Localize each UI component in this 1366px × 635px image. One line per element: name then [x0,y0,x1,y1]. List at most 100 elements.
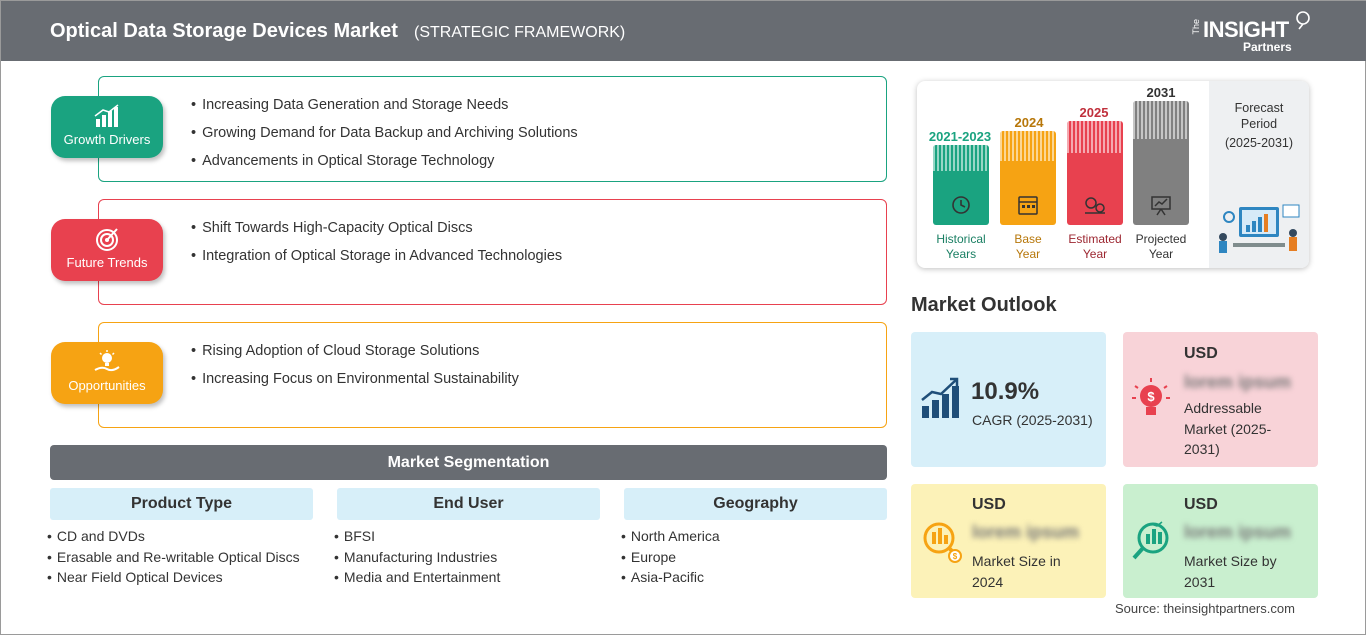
logo-partners-text: Partners [1243,40,1292,54]
insight-partners-logo: The INSIGHT Partners [1191,11,1311,55]
list-item: Advancements in Optical Storage Technolo… [191,153,578,181]
segment-end-user: End User BFSI Manufacturing Industries M… [337,488,600,590]
list-item: Shift Towards High-Capacity Optical Disc… [191,220,562,248]
money-magnifier-icon: $ [923,522,962,563]
list-item: Media and Entertainment [334,569,600,590]
list-item: Integration of Optical Storage in Advanc… [191,248,562,276]
opportunities-label: Opportunities [68,378,146,393]
cagr-card: 10.9% CAGR (2025-2031) [911,332,1106,467]
size-2031-label-line2: 2031 [1184,573,1216,590]
future-trends-badge: Future Trends [51,219,163,281]
future-trends-list: Shift Towards High-Capacity Optical Disc… [191,220,562,276]
list-item: Increasing Data Generation and Storage N… [191,97,578,125]
lightbulb-hand-icon [94,350,120,372]
future-trends-box: Shift Towards High-Capacity Optical Disc… [98,199,887,305]
addressable-label-line1: Addressable [1184,400,1262,416]
size-2024-currency: USD [972,496,1006,513]
segment-heading: Geography [624,488,887,520]
size-2031-currency: USD [1184,496,1218,513]
presentation-board-icon [1151,196,1171,216]
bar-label-line2: Year [1015,247,1041,261]
target-icon [96,228,118,251]
future-trends-label: Future Trends [66,255,148,270]
growth-drivers-box: Increasing Data Generation and Storage N… [98,76,887,182]
list-item: Growing Demand for Data Backup and Archi… [191,125,578,153]
forecast-line3: (2025-2031) [1224,136,1294,150]
growth-bars-icon [921,377,959,418]
cagr-value: 10.9% [971,378,1040,405]
bar-label-line2: Year [1082,247,1108,261]
list-item: Asia-Pacific [621,569,887,590]
addressable-label-line2: Market (2025- [1184,420,1272,437]
idea-bulb-icon: $ [1132,378,1170,415]
svg-text:$: $ [1147,389,1155,404]
opportunities-list: Rising Adoption of Cloud Storage Solutio… [191,343,519,399]
size-2031-label: Market Size by 2031 [1184,551,1277,592]
segment-list: BFSI Manufacturing Industries Media and … [337,528,600,590]
segment-geography: Geography North America Europe Asia-Paci… [624,488,887,590]
growth-drivers-badge: Growth Drivers [51,96,163,158]
forecast-line1: Forecast [1234,101,1284,115]
bar-estimated [1067,121,1123,225]
addressable-currency: USD [1184,345,1218,362]
logo-bulb-icon [1296,11,1310,30]
segment-list: CD and DVDs Erasable and Re-writable Opt… [50,528,313,590]
bar-year-projected: 2031 [1146,85,1176,100]
forecast-period-text: Forecast Period (2025-2031) [1209,100,1309,151]
bar-label-line2: Years [945,247,977,261]
bar-label-line1: Base [1014,232,1042,246]
bar-projected [1133,101,1189,225]
size-2031-label-line1: Market Size by [1184,553,1277,569]
bar-label-line1: Historical [936,232,986,246]
logo-insight-text: INSIGHT [1203,17,1289,42]
opportunities-badge: Opportunities [51,342,163,404]
history-clock-icon [952,196,970,214]
bar-year-base: 2024 [1014,115,1044,130]
market-outlook-title: Market Outlook [911,294,1057,316]
list-item: Increasing Focus on Environmental Sustai… [191,371,519,399]
bar-historical [933,145,989,225]
list-item: Rising Adoption of Cloud Storage Solutio… [191,343,519,371]
size-2024-value-redacted: lorem ipsum [972,522,1080,542]
addressable-label-line3: 2031) [1184,441,1220,457]
list-item: Europe [621,549,887,570]
growth-drivers-label: Growth Drivers [63,132,151,147]
growth-drivers-list: Increasing Data Generation and Storage N… [191,97,578,181]
bar-year-historical: 2021-2023 [928,129,992,144]
segment-product-type: Product Type CD and DVDs Erasable and Re… [50,488,313,590]
header-bar: Optical Data Storage Devices Market (STR… [1,1,1366,61]
list-item: Erasable and Re-writable Optical Discs [47,549,313,570]
size-2024-label: Market Size in 2024 [972,551,1061,592]
list-item: BFSI [334,528,600,549]
market-size-2024-card: USD lorem ipsum $ Market Size in 2024 [911,484,1106,598]
cagr-label: CAGR (2025-2031) [972,412,1093,428]
growth-chart-icon [94,104,119,127]
size-2024-label-line2: 2024 [972,573,1004,590]
source-citation: Source: theinsightpartners.com [1115,601,1295,616]
addressable-value-redacted: lorem ipsum [1184,372,1292,392]
segment-heading: Product Type [50,488,313,520]
bar-label-line2: Year [1148,247,1174,261]
forecast-period-panel: Forecast Period (2025-2031) [1209,81,1309,268]
svg-text:$: $ [953,552,958,561]
calendar-icon [1018,196,1038,215]
bar-label-line1: Estimated [1068,232,1122,246]
bar-year-estimated: 2025 [1079,105,1109,120]
forecast-line2: Period [1240,117,1278,131]
page-subtitle: (STRATEGIC FRAMEWORK) [414,24,626,41]
market-size-2031-card: USD lorem ipsum Market Size by 2031 [1123,484,1318,598]
size-2031-value-redacted: lorem ipsum [1184,522,1292,542]
list-item: Manufacturing Industries [334,549,600,570]
bar-label-line1: Projected [1135,232,1187,246]
chart-magnifier-icon [1132,521,1169,560]
size-2024-label-line1: Market Size in [972,553,1061,569]
list-item: North America [621,528,887,549]
analytics-team-illustration [1219,204,1300,253]
segmentation-title-bar: Market Segmentation [50,445,887,480]
